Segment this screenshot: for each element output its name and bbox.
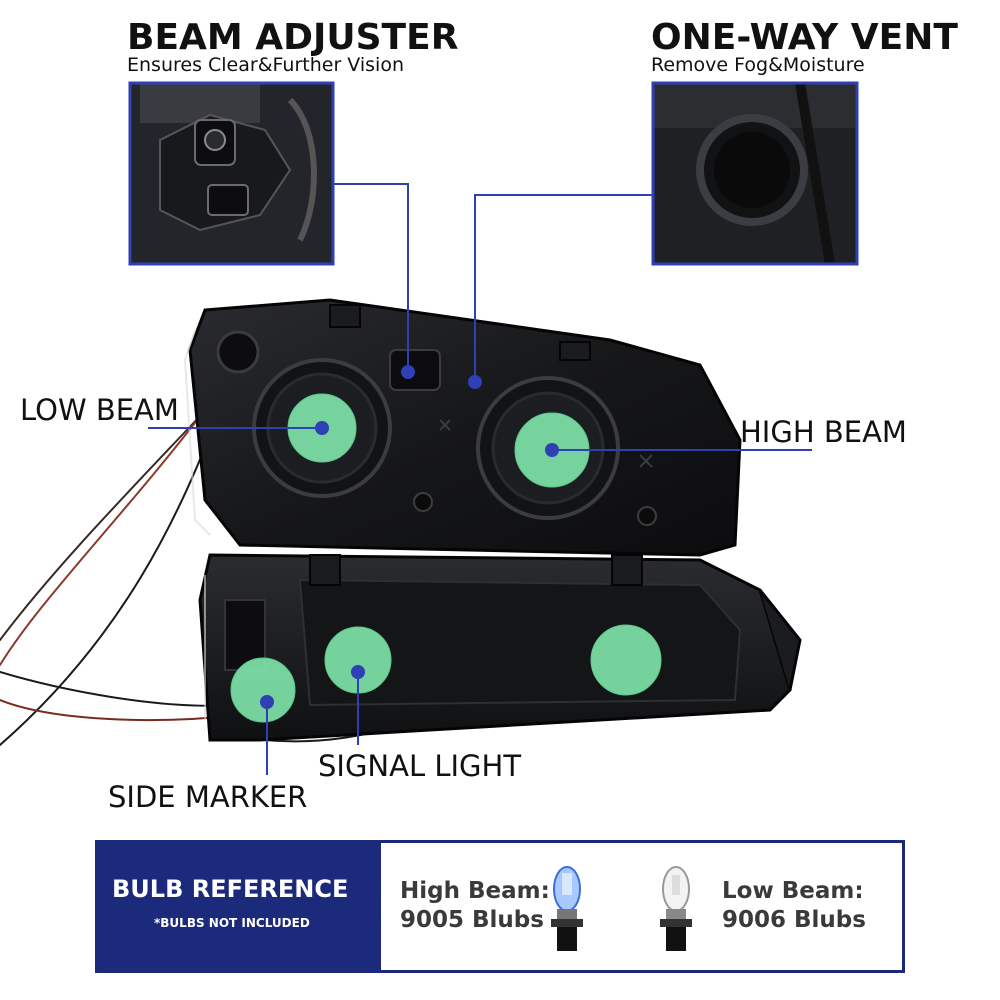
side-marker-highlight bbox=[230, 657, 296, 723]
one-way-vent-title: ONE-WAY VENT bbox=[651, 17, 958, 58]
low-beam-bulb-line1: Low Beam: bbox=[722, 878, 864, 904]
low-beam-bulb-label: Low Beam: 9006 Blubs bbox=[722, 877, 866, 935]
one-way-vent-closeup bbox=[651, 81, 859, 266]
bulb-reference-box: BULB REFERENCE *BULBS NOT INCLUDED High … bbox=[95, 840, 905, 973]
highlight-markers bbox=[230, 393, 662, 723]
low-beam-label: LOW BEAM bbox=[20, 393, 179, 427]
leader-lines bbox=[148, 183, 812, 775]
beam-adjuster-closeup bbox=[128, 81, 335, 266]
one-way-vent-subtitle: Remove Fog&Moisture bbox=[651, 54, 865, 76]
high-beam-bulb-label: High Beam: 9005 Blubs bbox=[400, 877, 550, 935]
lower-housing bbox=[198, 553, 802, 742]
low-beam-bulb-line2: 9006 Blubs bbox=[722, 906, 866, 933]
beam-adjuster-subtitle: Ensures Clear&Further Vision bbox=[127, 54, 404, 76]
high-beam-label: HIGH BEAM bbox=[740, 415, 907, 449]
bulb-reference-title: BULB REFERENCE bbox=[112, 875, 349, 903]
bulb-9006-icon bbox=[660, 866, 692, 951]
bulb-reference-panel: BULB REFERENCE *BULBS NOT INCLUDED bbox=[98, 843, 381, 970]
side-marker-label: SIDE MARKER bbox=[108, 780, 308, 814]
panel-curve-edge bbox=[338, 843, 379, 970]
beam-adjuster-title: BEAM ADJUSTER bbox=[127, 17, 459, 58]
high-beam-bulb-line2: 9005 Blubs bbox=[400, 906, 544, 933]
bulb-9005-icon bbox=[551, 866, 583, 951]
high-beam-bulb-line1: High Beam: bbox=[400, 878, 550, 904]
signal-light-2-highlight bbox=[590, 624, 662, 696]
signal-light-label: SIGNAL LIGHT bbox=[318, 749, 522, 783]
bulbs-not-included-note: *BULBS NOT INCLUDED bbox=[154, 916, 310, 930]
